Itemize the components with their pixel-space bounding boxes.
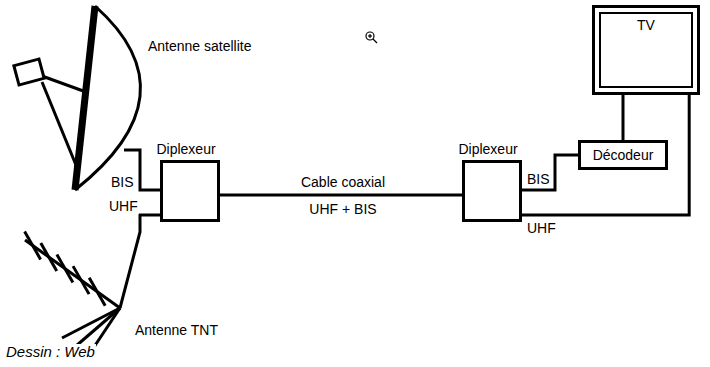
satellite-dish <box>14 6 160 190</box>
box-heading: Diplexeur <box>458 141 517 157</box>
edge-label: BIS <box>526 171 551 187</box>
box-heading: Diplexeur <box>156 141 215 157</box>
yagi-element <box>41 243 57 271</box>
yagi-element <box>57 255 73 283</box>
cable <box>622 95 625 140</box>
tv-box: TV <box>592 5 700 95</box>
diplexer-box: Diplexeur <box>160 160 220 222</box>
cable <box>522 95 689 215</box>
credit-note: Dessin : Web <box>5 344 96 360</box>
signal-name: BIS <box>110 174 135 190</box>
cable <box>220 194 462 197</box>
box-label: TV <box>637 17 655 33</box>
cable-signal-label: UHF + BIS <box>308 201 377 217</box>
yagi-element <box>89 278 105 306</box>
yagi-element <box>73 266 89 294</box>
edge-label: UHF <box>526 220 557 236</box>
diplexer-box: Diplexeur <box>462 160 522 222</box>
antenna-label: Antenne satellite <box>147 38 253 54</box>
yagi-element <box>25 231 41 259</box>
zoom-icon <box>366 32 377 43</box>
cable <box>522 155 578 190</box>
edge-label: Cable coaxial <box>300 174 386 190</box>
box-label: Décodeur <box>593 147 654 163</box>
signal-name: UHF <box>108 198 139 214</box>
antenna-label: Antenne TNT <box>134 322 219 338</box>
decoder-box: Décodeur <box>578 140 668 170</box>
